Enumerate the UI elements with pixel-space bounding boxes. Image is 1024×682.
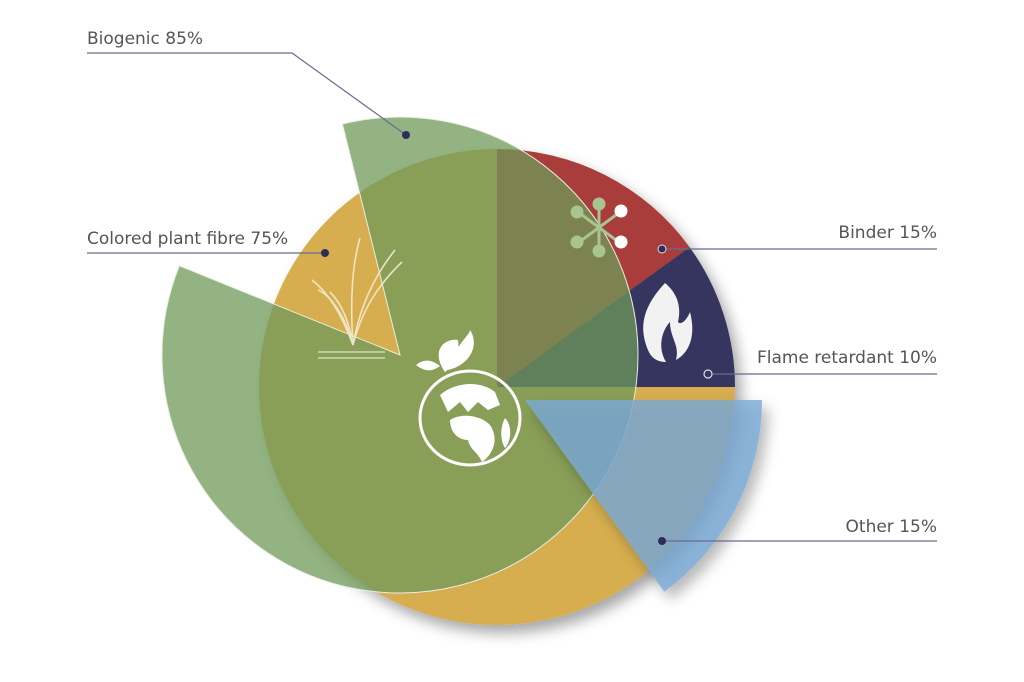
biogenic-leader-line bbox=[87, 52, 407, 136]
flame-icon bbox=[643, 283, 693, 362]
binder-dot bbox=[657, 244, 667, 254]
flame-dot bbox=[703, 369, 713, 379]
other-label: Other 15% bbox=[846, 517, 937, 537]
flame-retardant-label: Flame retardant 10% bbox=[757, 348, 937, 368]
plant-fibre-label: Colored plant fibre 75% bbox=[87, 229, 288, 249]
biogenic-dot bbox=[402, 131, 410, 139]
molecule-icon bbox=[570, 197, 628, 258]
biogenic-label: Biogenic 85% bbox=[87, 29, 203, 49]
plant-fibre-dot bbox=[321, 249, 329, 257]
slice-other bbox=[525, 400, 762, 592]
slice-biogenic bbox=[161, 116, 639, 594]
plant-fibre-icon bbox=[311, 237, 403, 359]
other-dot bbox=[658, 537, 666, 545]
globe-leaf-icon bbox=[416, 330, 522, 467]
binder-label: Binder 15% bbox=[838, 223, 937, 243]
